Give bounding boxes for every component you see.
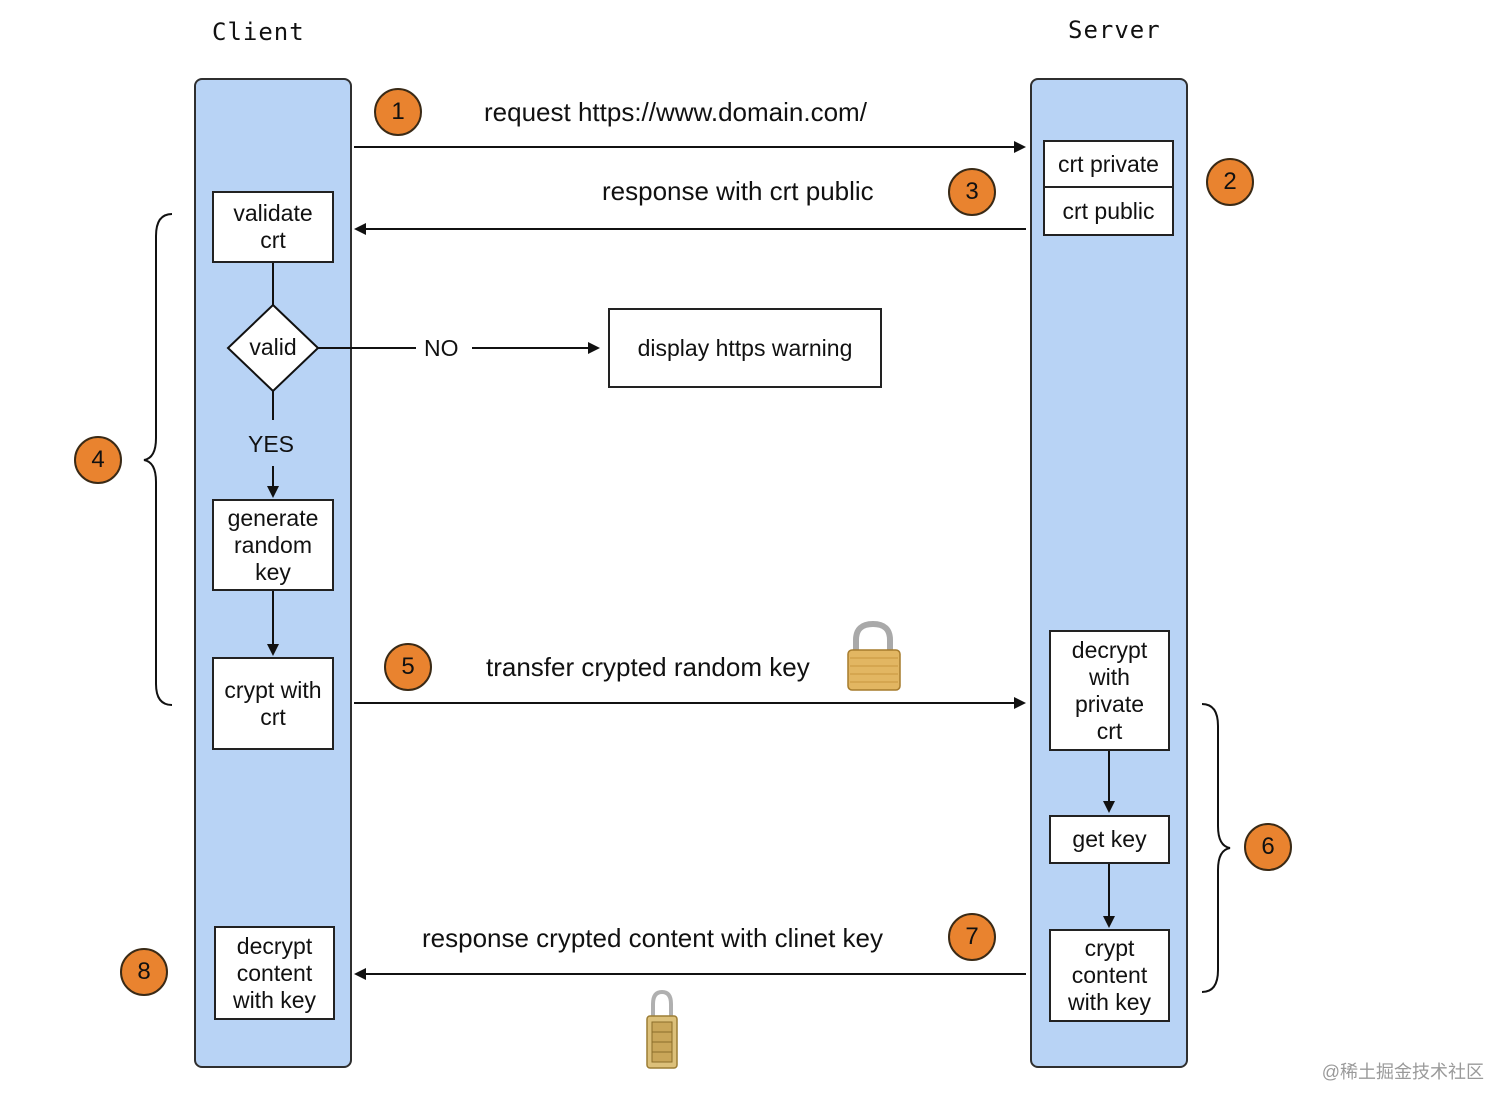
display-warning-box: display https warning	[608, 308, 882, 388]
crt-private-box: crt private	[1043, 140, 1174, 188]
crt-public-box: crt public	[1043, 186, 1174, 236]
decrypt-private-box: decrypt with private crt	[1049, 630, 1170, 751]
watermark: @稀土掘金技术社区	[1321, 1062, 1484, 1082]
message-response-public: response with crt public	[602, 176, 874, 206]
step-2-badge: 2	[1206, 158, 1254, 206]
step-1-badge: 1	[374, 88, 422, 136]
crypt-with-crt-box: crypt with crt	[212, 657, 334, 750]
message-transfer: transfer crypted random key	[486, 652, 810, 682]
crypt-content-box: crypt content with key	[1049, 929, 1170, 1022]
server-title: Server	[1068, 16, 1161, 44]
combination-lock-icon	[646, 989, 678, 1069]
brace-step-4	[143, 213, 173, 706]
validate-crt-box: validate crt	[212, 191, 334, 263]
decrypt-content-box: decrypt content with key	[214, 926, 335, 1020]
step-8-badge: 8	[120, 948, 168, 996]
generate-key-box: generate random key	[212, 499, 334, 591]
brace-step-6	[1201, 703, 1231, 993]
get-key-box: get key	[1049, 815, 1170, 864]
step-4-badge: 4	[74, 436, 122, 484]
message-request: request https://www.domain.com/	[484, 97, 867, 127]
yes-label: YES	[248, 431, 295, 457]
message-response-content: response crypted content with clinet key	[422, 923, 884, 953]
step-7-badge: 7	[948, 913, 996, 961]
valid-label: valid	[249, 334, 297, 360]
step-5-badge: 5	[384, 643, 432, 691]
no-label: NO	[424, 335, 459, 361]
step-6-badge: 6	[1244, 823, 1292, 871]
padlock-closed-icon	[847, 620, 901, 691]
step-3-badge: 3	[948, 168, 996, 216]
client-title: Client	[212, 18, 305, 46]
